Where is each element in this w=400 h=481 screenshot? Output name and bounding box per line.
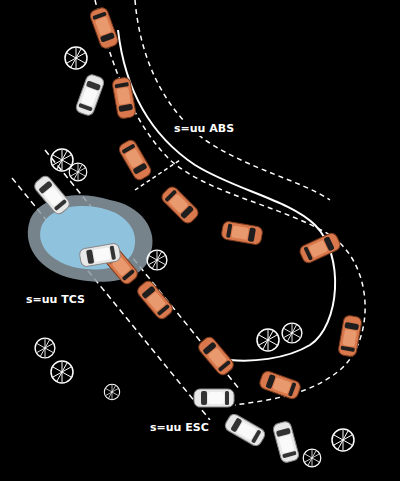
- system-label: s=uu ESC: [148, 420, 211, 435]
- system-label: s=uu ABS: [172, 121, 236, 136]
- system-label: s=uu TCS: [24, 292, 87, 307]
